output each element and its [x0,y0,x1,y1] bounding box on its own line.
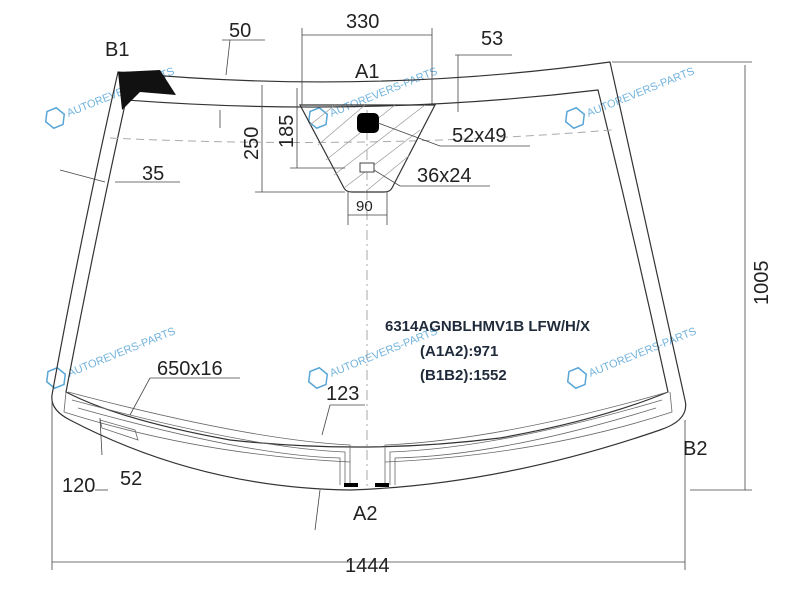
dim-330: 330 [346,11,379,33]
label-a2: A2 [353,503,377,525]
dim-36x24: 36x24 [417,165,472,187]
dim-90: 90 [356,198,373,215]
svg-text:AUTOREVERS-PARTS: AUTOREVERS-PARTS [328,65,439,119]
svg-text:AUTOREVERS-PARTS: AUTOREVERS-PARTS [587,325,698,379]
dim-50: 50 [229,20,251,42]
black-corner-b1 [118,70,176,110]
dim-120: 120 [62,475,95,497]
sensor-hatching [309,104,426,193]
sensor-area [299,104,436,193]
dim-52: 52 [120,468,142,490]
dim-123: 123 [326,383,359,405]
label-a1: A1 [355,61,379,83]
a1a2-distance: (A1A2):971 [420,343,498,360]
watermarks: AUTOREVERS-PARTS AUTOREVERS-PARTS AUTORE… [44,65,698,390]
dim-35: 35 [142,163,164,185]
sensor-52x49 [357,113,379,133]
watermark: AUTOREVERS-PARTS [564,65,696,130]
dim-53: 53 [481,28,503,50]
label-b2: B2 [683,438,707,460]
shade-band-line [109,129,613,143]
glass-black-band-edge [65,89,669,448]
label-b1: B1 [105,39,129,61]
part-code: 6314AGNBLHMV1B LFW/H/X [385,318,590,335]
b1b2-distance: (B1B2):1552 [420,367,507,384]
svg-text:AUTOREVERS-PARTS: AUTOREVERS-PARTS [585,65,696,119]
dim-650x16: 650x16 [157,358,223,380]
dim-185: 185 [276,115,298,148]
dim-52x49: 52x49 [452,125,507,147]
glass-outer-outline [51,61,687,491]
dim-1005: 1005 [751,261,773,306]
dimension-lines [51,28,752,570]
dim-250: 250 [241,127,263,160]
heater-element [63,391,673,487]
dim-1444: 1444 [345,555,390,577]
sensor-36x24 [359,162,375,173]
